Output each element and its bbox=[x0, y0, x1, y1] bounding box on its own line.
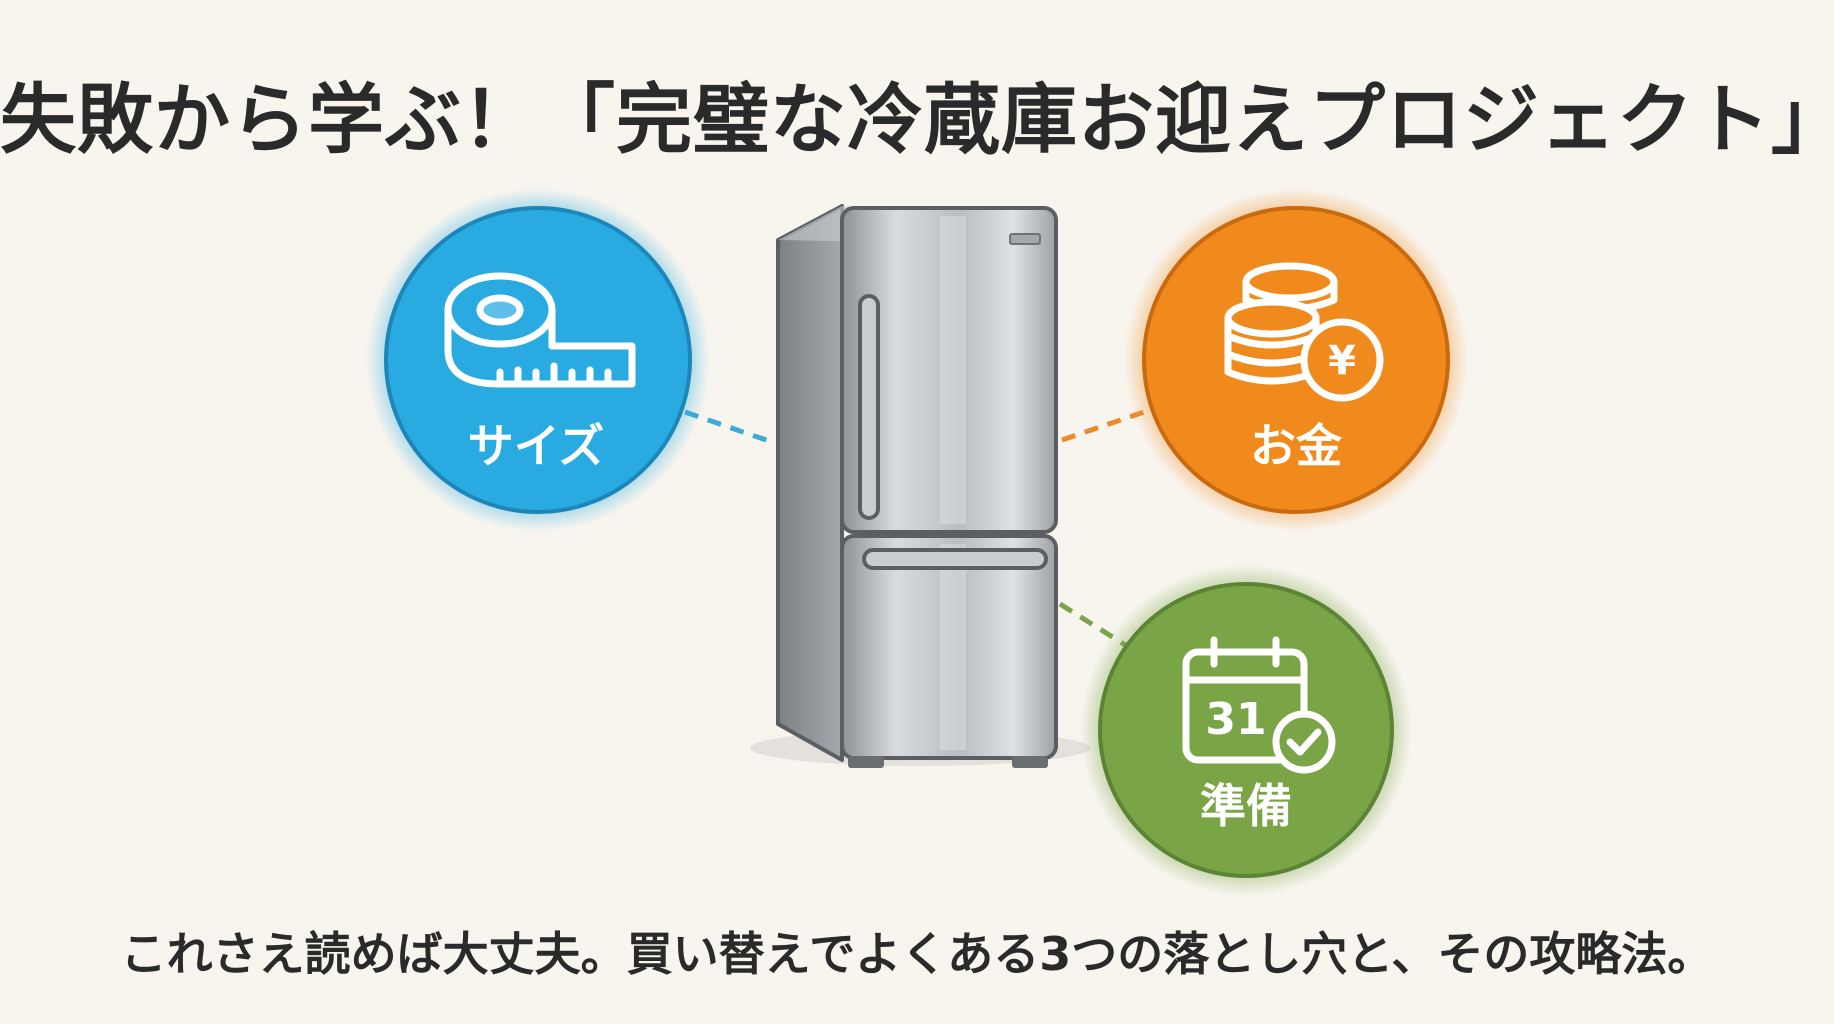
tape-measure-icon bbox=[444, 272, 636, 388]
connector-prep bbox=[1058, 601, 1132, 651]
node-prep: 31 準備 bbox=[1080, 564, 1412, 896]
refrigerator-icon bbox=[750, 204, 1090, 768]
coins-yen-icon bbox=[1224, 262, 1384, 402]
yen-symbol: ¥ bbox=[1328, 338, 1356, 384]
connector-size bbox=[684, 409, 773, 445]
page-subtitle: これさえ読めば大丈夫。買い替えでよくある3つの落とし穴と、その攻略法。 bbox=[120, 927, 1714, 981]
node-prep-label: 準備 bbox=[1200, 779, 1292, 833]
node-size-label: サイズ bbox=[468, 419, 605, 473]
node-money-label: お金 bbox=[1250, 419, 1343, 473]
node-size: サイズ bbox=[366, 188, 710, 532]
calendar-day: 31 bbox=[1205, 694, 1266, 745]
calendar-check-icon bbox=[1182, 636, 1336, 774]
node-money: ¥ お金 bbox=[1124, 188, 1468, 532]
node-prep-circle bbox=[1098, 582, 1394, 878]
page-title: 失敗から学ぶ！「完璧な冷蔵庫お迎えプロジェクト」 bbox=[0, 75, 1834, 164]
